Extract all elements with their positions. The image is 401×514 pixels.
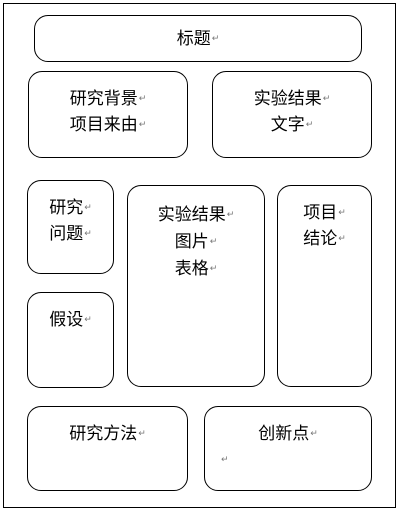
results-text-box: 实验结果↵ 文字↵ — [212, 71, 372, 158]
paragraph-mark-icon: ↵ — [338, 234, 346, 244]
results-media-line-2: 图片 — [174, 232, 209, 252]
title-text: 标题 — [176, 29, 211, 49]
innovation-box: 创新点↵ ↵ — [204, 406, 372, 491]
paragraph-mark-icon: ↵ — [209, 237, 218, 247]
innovation-line-1: 创新点 — [258, 424, 310, 444]
paragraph-mark-icon: ↵ — [338, 208, 346, 218]
paragraph-mark-icon: ↵ — [221, 455, 229, 465]
paragraph-mark-icon: ↵ — [138, 429, 146, 439]
paragraph-mark-icon: ↵ — [138, 120, 147, 130]
background-box: 研究背景↵ 项目来由↵ — [28, 71, 188, 158]
paragraph-mark-icon: ↵ — [84, 315, 92, 325]
paragraph-mark-icon: ↵ — [84, 229, 92, 239]
paragraph-mark-icon: ↵ — [211, 34, 220, 44]
paragraph-mark-icon: ↵ — [84, 203, 92, 213]
conclusion-line-1: 项目 — [303, 203, 338, 223]
paragraph-mark-icon: ↵ — [209, 264, 218, 274]
paragraph-mark-icon: ↵ — [138, 94, 147, 104]
question-line-2: 问题 — [49, 224, 84, 244]
title-box: 标题↵ — [34, 15, 362, 62]
paragraph-mark-icon: ↵ — [305, 120, 314, 130]
hypothesis-line-1: 假设 — [49, 310, 84, 330]
conclusion-box: 项目↵ 结论↵ — [277, 185, 372, 387]
background-line-1: 研究背景 — [69, 89, 138, 109]
background-line-2: 项目来由 — [69, 115, 138, 135]
paragraph-mark-icon: ↵ — [322, 94, 331, 104]
question-box: 研究↵ 问题↵ — [27, 180, 114, 274]
method-line-1: 研究方法 — [69, 424, 138, 444]
results-text-line-2: 文字 — [270, 115, 305, 135]
paragraph-mark-icon: ↵ — [226, 210, 235, 220]
results-media-box: 实验结果↵ 图片↵ 表格↵ — [127, 185, 265, 387]
results-media-line-1: 实验结果 — [157, 205, 226, 225]
question-line-1: 研究 — [49, 198, 84, 218]
method-box: 研究方法↵ — [27, 406, 188, 491]
conclusion-line-2: 结论 — [303, 229, 338, 249]
hypothesis-box: 假设↵ — [27, 292, 114, 388]
results-media-line-3: 表格 — [174, 259, 209, 279]
results-text-line-1: 实验结果 — [253, 89, 322, 109]
paragraph-mark-icon: ↵ — [310, 429, 318, 439]
